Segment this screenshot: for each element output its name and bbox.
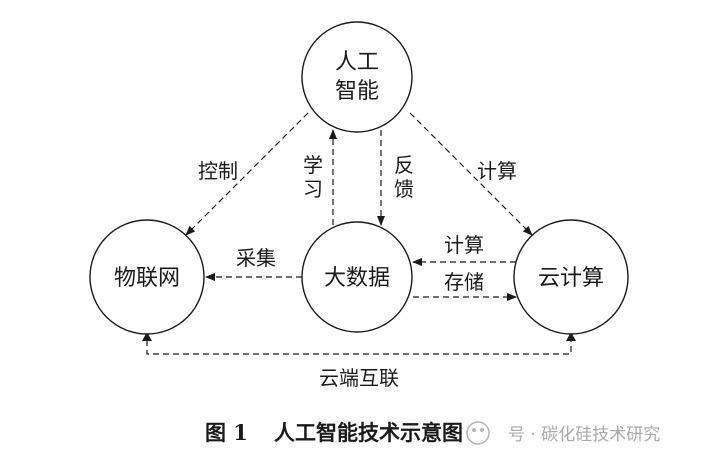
node-iot: 物联网 bbox=[89, 219, 205, 335]
node-bigdata-label: 大数据 bbox=[324, 266, 390, 291]
edge-label-collect: 采集 bbox=[236, 246, 276, 270]
edge-label-learn-2: 习 bbox=[303, 177, 323, 201]
edge-label-storage: 存储 bbox=[444, 270, 484, 294]
edge-ai-to-cloud bbox=[409, 112, 533, 236]
node-ai-label-line2: 智能 bbox=[335, 79, 379, 104]
watermark: 号 · 碳化硅技术研究 bbox=[466, 421, 660, 445]
watermark-logo-icon bbox=[466, 421, 490, 445]
edge-label-compute-top: 计算 bbox=[477, 159, 517, 183]
edge-label-compute-mid: 计算 bbox=[444, 233, 484, 257]
interconnect-arrowhead-right bbox=[566, 332, 576, 341]
edge-label-feedback-1: 反 bbox=[394, 153, 414, 177]
edge-label-control: 控制 bbox=[198, 159, 238, 183]
edge-label-cloud-edge-interconnect: 云端互联 bbox=[319, 366, 399, 390]
node-bigdata: 大数据 bbox=[301, 221, 413, 333]
interconnect-arrowhead-left bbox=[142, 332, 152, 341]
edge-label-feedback-2: 馈 bbox=[394, 177, 414, 201]
figure-title: 人工智能技术示意图 bbox=[274, 420, 463, 445]
edge-iot-cloud-interconnect bbox=[146, 340, 572, 355]
node-iot-label: 物联网 bbox=[114, 266, 180, 291]
node-cloud: 云计算 bbox=[513, 219, 629, 335]
watermark-text: 号 · 碳化硅技术研究 bbox=[508, 425, 660, 445]
edge-ai-to-iot bbox=[185, 112, 309, 236]
figure-number: 图 1 bbox=[205, 420, 248, 445]
node-ai: 人工 智能 bbox=[301, 21, 413, 133]
node-cloud-label: 云计算 bbox=[538, 266, 604, 291]
edge-label-learn-1: 学 bbox=[303, 153, 323, 177]
node-ai-label-line1: 人工 bbox=[335, 50, 379, 75]
